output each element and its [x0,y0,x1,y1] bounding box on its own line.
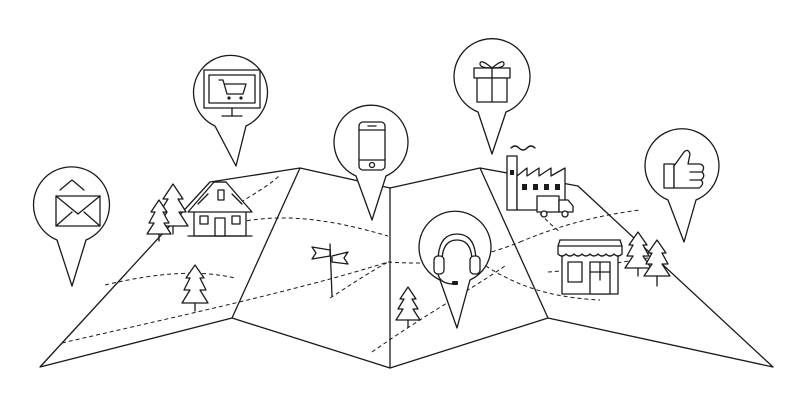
delivery-truck-icon [536,195,574,218]
shopping-cart-icon [192,54,269,167]
storefront-icon [557,239,623,295]
signpost-icon [311,243,349,297]
smartphone-icon [333,104,409,221]
thumbs-up-icon [644,128,720,243]
headset-icon [418,210,492,329]
envelope-icon [32,166,111,287]
house-icon [187,181,253,237]
pine-tree-icon [146,183,671,328]
gift-icon [453,38,531,155]
